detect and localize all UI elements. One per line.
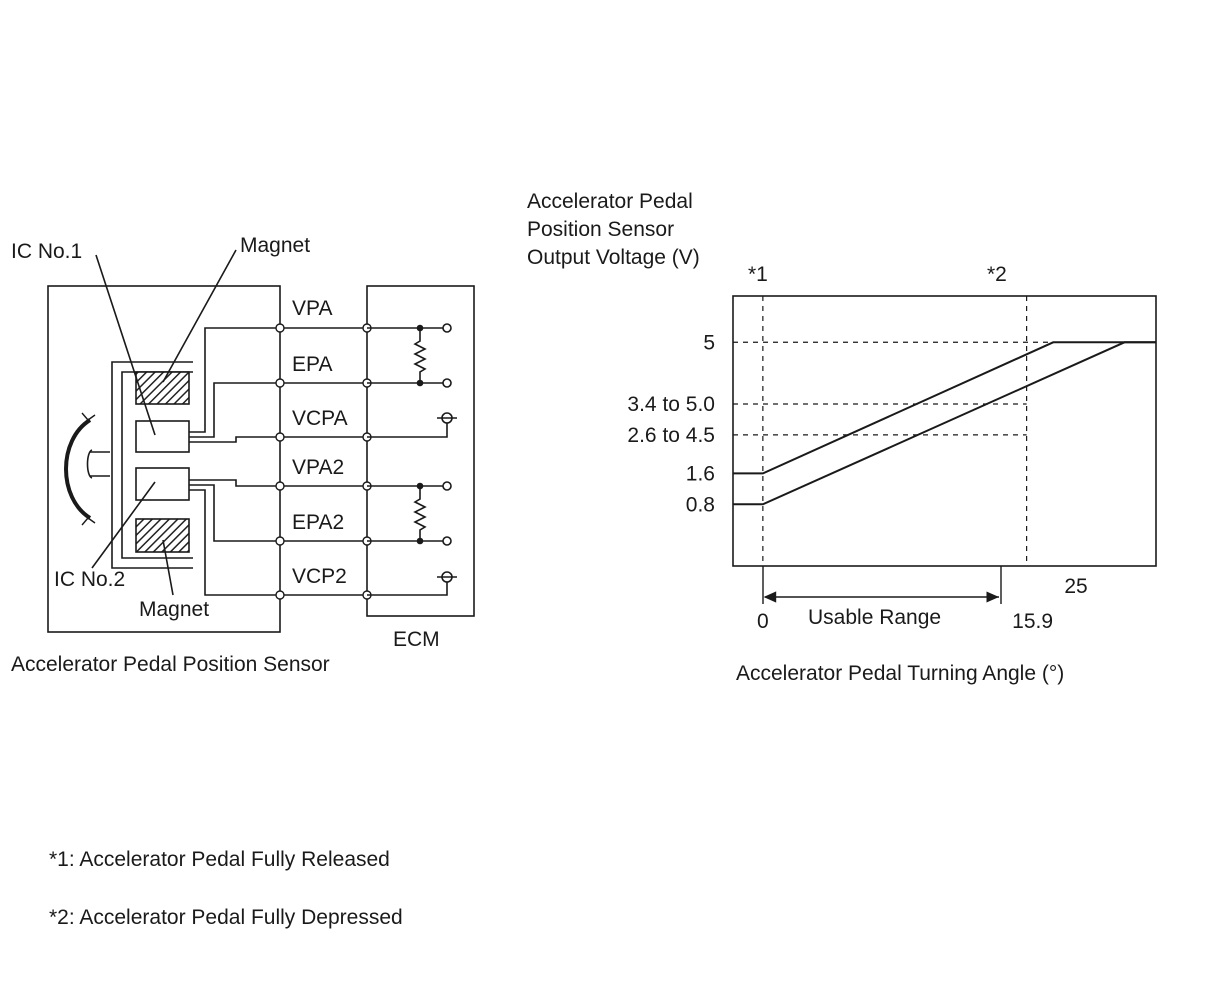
series-line-1 (733, 341, 1156, 475)
note-1: *1: Accelerator Pedal Fully Released (49, 848, 390, 871)
x-tick-labels: 0 15.9 25 (757, 575, 1088, 633)
sensor-box (47, 285, 281, 633)
ic-no1 (135, 420, 190, 453)
terminal-epa: EPA (292, 353, 332, 376)
ecm-wire-vpa2-epa2 (367, 485, 443, 542)
wire-epa-ic (189, 382, 280, 438)
node-1b (416, 379, 424, 387)
sensor-label: Accelerator Pedal Position Sensor (11, 653, 330, 676)
terminal-vcp2: VCP2 (292, 565, 347, 588)
plot-frame (732, 295, 1157, 567)
magnet-bottom-label: Magnet (139, 598, 209, 621)
x-tick-2: 25 (1064, 575, 1087, 598)
circuit-labels: IC No.1 Magnet VPA EPA VCPA VPA2 EPA2 VC… (11, 234, 440, 676)
ylabel-line-2: Position Sensor (527, 218, 674, 241)
ecm-box (366, 285, 475, 617)
leader-ic1 (95, 254, 156, 436)
resistor-1 (413, 328, 427, 383)
shaft (90, 451, 110, 477)
marker-1: *1 (748, 263, 768, 286)
leader-magnet-bottom (162, 539, 174, 596)
x-tick-0: 0 (757, 610, 769, 633)
node-2b (416, 537, 424, 545)
series-lines (733, 341, 1156, 506)
ecm-supply-vcp2-line (437, 576, 457, 596)
ecm-input-epa (442, 378, 452, 388)
ecm-input-vpa2 (442, 481, 452, 491)
ic-no2 (135, 467, 190, 501)
terminal-vpa2: VPA2 (292, 456, 344, 479)
node-2a (416, 482, 424, 490)
marker-2: *2 (987, 263, 1007, 286)
leader-ic2 (91, 481, 156, 569)
ecm-supply-vcpa-line (437, 417, 457, 438)
harness (280, 327, 367, 596)
circuit (47, 249, 475, 633)
ecm-label: ECM (393, 628, 440, 651)
magnet-top (135, 371, 190, 405)
ecm-wire-vpa-epa (367, 327, 443, 384)
y-tick-1: 3.4 to 5.0 (627, 393, 715, 416)
ic2-label: IC No.2 (54, 568, 125, 591)
y-tick-3: 1.6 (686, 462, 715, 485)
shaft-end (86, 449, 93, 479)
terminal-vcpa: VCPA (292, 407, 348, 430)
magnet-top-label: Magnet (240, 234, 310, 257)
y-tick-2: 2.6 to 4.5 (627, 424, 715, 447)
ylabel-line-3: Output Voltage (V) (527, 246, 700, 269)
resistor-2 (413, 486, 427, 541)
footnotes: *1: Accelerator Pedal Fully Released *2:… (49, 848, 403, 929)
ylabel-line-1: Accelerator Pedal (527, 190, 693, 213)
y-tick-labels: 5 3.4 to 5.0 2.6 to 4.5 1.6 0.8 (627, 331, 715, 516)
leader-magnet-top (162, 249, 237, 383)
wire-vpa-ic (189, 327, 280, 433)
y-tick-0: 5 (703, 331, 715, 354)
note-2: *2: Accelerator Pedal Fully Depressed (49, 906, 403, 929)
ecm-input-vpa (442, 323, 452, 333)
wire-vpa2-ic (189, 479, 280, 487)
x-axis-label: Accelerator Pedal Turning Angle (°) (736, 662, 1064, 685)
rotation-arrow-top (81, 412, 96, 421)
ecm-input-epa2 (442, 536, 452, 546)
voltage-graph: 5 3.4 to 5.0 2.6 to 4.5 1.6 0.8 0 15.9 25 Acce… (527, 190, 1157, 685)
wire-epa2-ic (189, 484, 280, 542)
rotation-arc (64, 418, 92, 520)
ic1-label: IC No.1 (11, 240, 82, 263)
x-tick-1: 15.9 (1012, 610, 1053, 633)
wire-vcpa-ic (189, 436, 280, 443)
ic-housing (111, 361, 193, 569)
series-line-2 (733, 341, 1156, 506)
sensor-terminals (275, 323, 285, 600)
terminal-epa2: EPA2 (292, 511, 344, 534)
wire-vcp2-ic (189, 489, 280, 596)
magnet-bottom (135, 518, 190, 553)
dashed-guides (733, 296, 1054, 566)
terminal-vpa: VPA (292, 297, 332, 320)
usable-range-label: Usable Range (808, 606, 941, 629)
y-tick-4: 0.8 (686, 493, 715, 516)
rotation-arrow-bottom (81, 517, 96, 526)
node-1a (416, 324, 424, 332)
